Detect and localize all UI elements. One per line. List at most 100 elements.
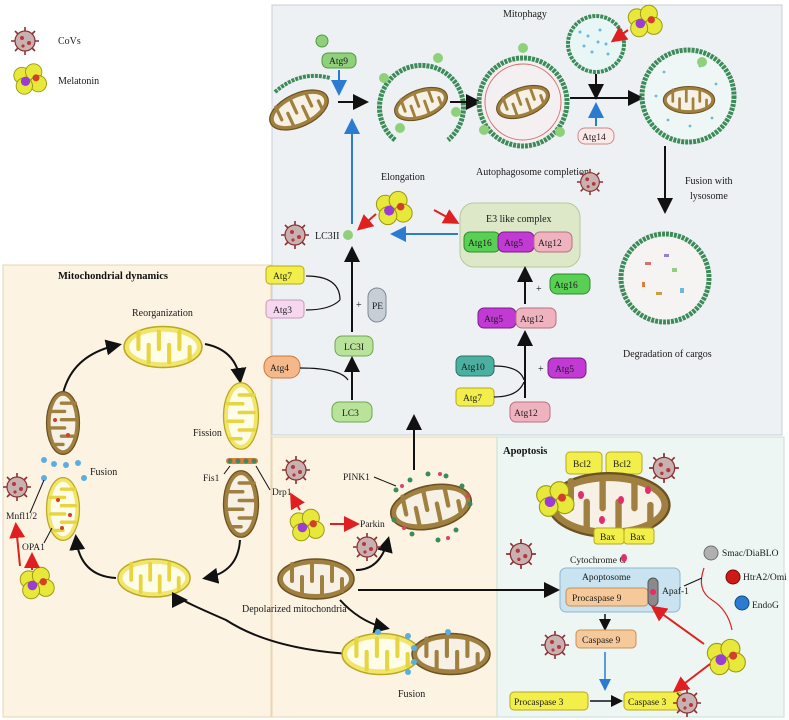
autolysosome-contents: [654, 64, 718, 128]
smac-icon: [703, 545, 719, 561]
atg12-label-1: Atg12: [520, 315, 544, 325]
arrow-to-fusion-mito: [69, 534, 117, 579]
lysosome: [566, 14, 626, 74]
virus-caspase9: [540, 630, 570, 660]
atg10-label: Atg10: [461, 363, 485, 373]
mito-fusion2-right: [412, 634, 490, 675]
virus-bcl2: [648, 452, 680, 484]
pink1-label: PINK1: [343, 473, 370, 483]
degradation-label: Degradation of cargos: [623, 349, 712, 360]
mfn-line: [29, 479, 45, 514]
bax-a-label: Bax: [600, 533, 616, 543]
endog-label: EndoG: [752, 601, 779, 611]
plus-atg16: +: [536, 284, 542, 295]
brace: [700, 567, 733, 631]
mitophagy-title: Mitophagy: [503, 9, 547, 20]
atg16-label: Atg16: [554, 281, 578, 291]
atg-curves: [305, 275, 341, 311]
e3-atg5-label: Atg5: [504, 239, 523, 249]
pink1-markers: [391, 471, 473, 543]
e3-complex-label: E3 like complex: [486, 214, 552, 225]
mito-reorganization: [124, 327, 202, 368]
plus-pe: +: [356, 300, 362, 311]
red-arrow-to-e3: [433, 209, 460, 224]
arrow-reorg-left: [61, 339, 122, 399]
atg7-label-1: Atg7: [273, 272, 292, 282]
mito-fusion-top: [47, 392, 80, 455]
lc3-dot: [315, 34, 329, 48]
arrow-reorg-right: [204, 343, 247, 384]
atg7-label-2: Atg7: [463, 394, 482, 404]
arrow-fission-down: [202, 539, 241, 584]
atg16-box: [549, 273, 591, 295]
endog-icon: [734, 595, 750, 611]
fis1-label: Fis1: [203, 474, 220, 484]
mito-fission-top: [221, 381, 261, 451]
red-arrow-melatonin-lysosome: [610, 26, 629, 43]
virus-mitophagy: [576, 168, 604, 196]
mito-depolarized: [278, 559, 354, 599]
pe-label: PE: [372, 302, 383, 312]
lysosome-contents: [578, 28, 610, 56]
fis1-line: [223, 465, 231, 475]
e3-atg12-label: Atg12: [538, 239, 562, 249]
bax-b: [623, 527, 655, 545]
lc3-dot: [433, 53, 443, 63]
cyt-c-release: [621, 554, 627, 562]
lc3-label: LC3: [342, 409, 359, 419]
drp1-label: Drp1: [272, 488, 292, 498]
atg12-label-2: Atg12: [514, 409, 538, 419]
virus-lc3: [280, 220, 310, 250]
smac-label: Smac/DiaBLO: [722, 549, 779, 559]
elongation-label: Elongation: [381, 172, 425, 183]
drp1-dots: [227, 458, 257, 464]
procaspase3-label: Procaspase 3: [514, 698, 564, 708]
atg5-label-2: Atg5: [555, 365, 574, 375]
atg5-box-2: [547, 357, 587, 379]
atg4-curve: [299, 367, 349, 381]
pe-capsule: [367, 287, 387, 323]
lc3-box: [331, 401, 373, 423]
degraded-cargo: [642, 254, 684, 295]
atg12-box-2: [509, 401, 551, 423]
arrow-depol-to-fusion: [339, 599, 390, 634]
phagophore-elongation: [377, 62, 466, 142]
bcl2-a: [565, 451, 603, 475]
caspase9-label: Caspase 9: [582, 636, 621, 646]
bcl2-a-label: Bcl2: [573, 460, 591, 470]
mfn-label: Mnfl1/2: [6, 511, 37, 522]
cytochrome-label: Cytochrome C: [570, 556, 626, 566]
lc3ii-dot: [343, 230, 353, 240]
red-arrow-mela-mfn: [9, 522, 26, 567]
virus-drp1: [281, 455, 311, 485]
procaspase9-label: Procaspase 9: [572, 594, 622, 604]
apoptosome-label: Apoptosome: [582, 573, 631, 583]
red-arrow-melatonin-drp1: [290, 492, 305, 511]
lc3-dot: [395, 123, 405, 133]
atg5-label-1: Atg5: [484, 315, 503, 325]
atg14-box: [577, 127, 615, 145]
mfn-dots: [41, 457, 87, 481]
virus-fusion: [2, 472, 32, 502]
procaspase3-box: [509, 691, 589, 711]
arrow-brace-apaf: [683, 577, 703, 587]
fusion2-dots: [375, 629, 451, 675]
caspase9-box: [575, 629, 637, 649]
mito-fusion2-left: [342, 634, 420, 675]
fission-ring: [226, 458, 258, 464]
atg3-label: Atg3: [273, 306, 292, 316]
pink1-line: [373, 476, 397, 487]
mito-fission-bottom: [221, 469, 261, 539]
arrow-fusion-back: [171, 592, 385, 656]
lc3ii-label: LC3II: [315, 231, 339, 242]
caspase3-label: Caspase 3: [628, 698, 667, 708]
atg4-label: Atg4: [270, 364, 289, 374]
mito-bottom-yellow: [116, 557, 192, 599]
legend-melatonin-label: Melatonin: [58, 76, 99, 87]
atg4-box: [263, 355, 301, 379]
apaf1-label: Apaf-1: [662, 586, 689, 597]
red-arrow-mela-procasp9: [650, 605, 705, 645]
virus-parkin: [352, 532, 382, 562]
atg9-box: [321, 52, 357, 69]
